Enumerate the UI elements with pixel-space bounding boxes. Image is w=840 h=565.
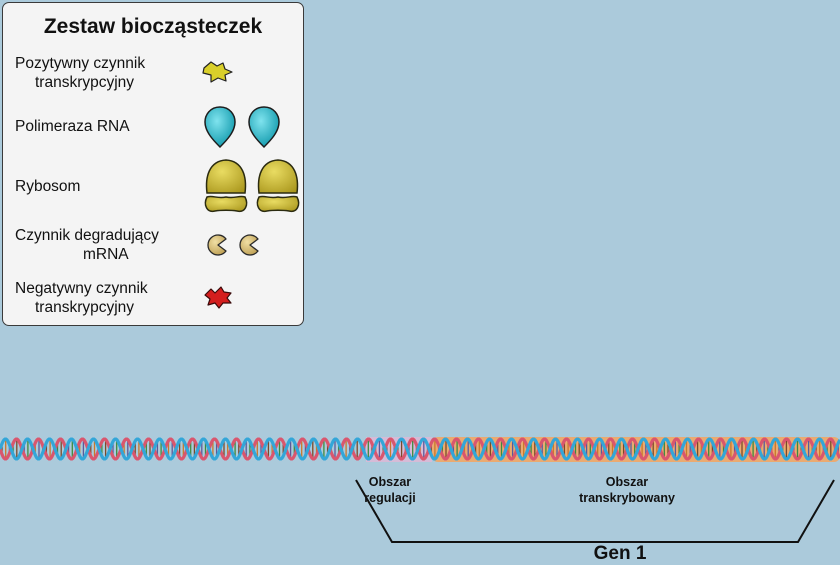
biomolecule-kit-panel: Zestaw biocząsteczek Pozytywny czynnik t… [2, 2, 304, 326]
transcribed-region-label: Obszar transkrybowany [579, 475, 675, 505]
regulation-region-label: Obszar regulacji [364, 475, 416, 505]
gene-label: Gen 1 [593, 543, 647, 564]
kit-item-mrna-degrader-label: Czynnik degradujący mRNA [15, 227, 159, 263]
dna-double-helix [0, 437, 840, 462]
dna-strand-2 [0, 437, 840, 461]
negative-transcription-factor-icon[interactable] [202, 284, 234, 310]
mrna-degradation-factor-icon[interactable] [237, 233, 261, 257]
kit-item-negative-tf-label: Negatywny czynnik transkrypcyjny [15, 280, 148, 316]
ribosome-icon[interactable] [203, 157, 249, 215]
rna-polymerase-icon[interactable] [247, 105, 281, 149]
dna-strand-1 [0, 437, 840, 461]
kit-item-positive-tf-label: Pozytywny czynnik transkrypcyjny [15, 55, 146, 91]
mrna-degradation-factor-icon[interactable] [205, 233, 229, 257]
ribosome-icon[interactable] [255, 157, 301, 215]
kit-item-ribosome-label: Rybosom [15, 178, 81, 195]
rna-polymerase-icon[interactable] [203, 105, 237, 149]
gene-bracket [355, 479, 835, 543]
kit-title: Zestaw biocząsteczek [43, 15, 263, 38]
kit-item-rna-polymerase-label: Polimeraza RNA [15, 118, 130, 135]
positive-transcription-factor-icon[interactable] [201, 59, 235, 85]
